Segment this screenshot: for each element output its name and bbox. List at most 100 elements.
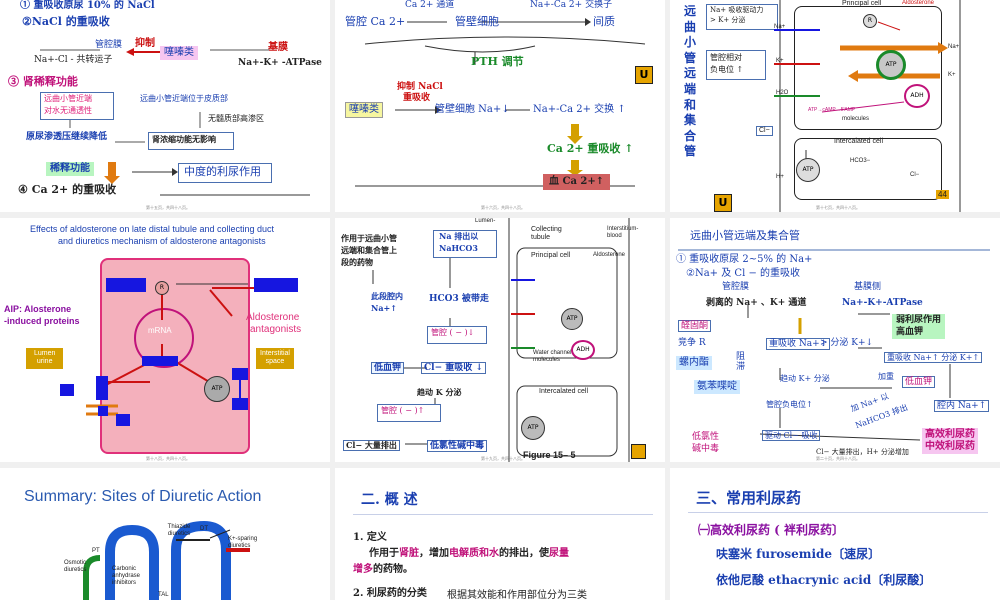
- slide-15-text-14: 原尿渗透压继续降低: [26, 132, 108, 142]
- slide-19-principal: Principal cell: [531, 252, 571, 259]
- slide-20-text-25: 碱中毒: [692, 443, 720, 454]
- slide-17-na-right: Na+: [948, 44, 960, 50]
- slide-thumbnail-15[interactable]: ① 重吸收原尿 10% 的 NaCl ②NaCl 的重吸收 管腔膜 抑制 噻嗪类…: [0, 0, 330, 212]
- slide-17-adh: ADH: [904, 84, 930, 108]
- slide-18-title-2: and diuretics mechanism of aldosterone a…: [58, 236, 266, 246]
- slide-19-text-10: 低血钾: [371, 362, 405, 375]
- slide-17-h2o: H2O: [776, 90, 789, 96]
- slide-22-text-2c: ，增加: [419, 548, 449, 559]
- slide-19-text-13: 管腔 ( − )↑: [381, 406, 425, 415]
- slide-15-text-15: 肾浓缩功能无影响: [152, 134, 216, 144]
- slide-15-text-5: 噻嗪类: [160, 46, 198, 60]
- slide-22-text-2f: 尿量: [549, 548, 569, 559]
- slide-16-text-5: 间质: [593, 15, 615, 28]
- slide-18-atp: ATP: [204, 376, 230, 402]
- slide-16-arrows: [355, 18, 646, 187]
- slide-15-box-2: [148, 132, 234, 150]
- slide-15-text-8: Na+-K+ -ATPase: [238, 58, 322, 68]
- slide-19-text-4: Na 排出以: [439, 231, 479, 241]
- slide-19-text-15: 低氯性碱中毒: [427, 440, 488, 453]
- slide-18-ion-right-1: [232, 368, 248, 380]
- slide-18-antag-2: antagonists: [250, 324, 302, 335]
- slide-16-footer: 第十六页，共四十八页。: [481, 205, 525, 210]
- slide-22-text-3b: 的药物。: [373, 564, 413, 575]
- slide-22-divider: [353, 514, 653, 515]
- slide-17-k-right: K+: [948, 72, 956, 78]
- slide-16-text-11: Na+-Ca 2+ 交换 ↑: [533, 104, 626, 115]
- slide-17-return-icon[interactable]: U: [714, 194, 732, 212]
- slide-19-text-14: Cl− 大量排出: [343, 440, 400, 452]
- slide-thumbnail-17[interactable]: 远曲小管远端和集合管 Na+ 吸收驱动力 > K+ 分泌 管腔相对 负电位 ↑ …: [670, 0, 1000, 212]
- slide-15-text-18: ④ Ca 2+ 的重吸收: [18, 183, 117, 196]
- slide-20-text-15: 氨苯喋啶: [694, 380, 740, 394]
- slide-20-text-27: 高效利尿药: [925, 429, 975, 440]
- slide-21-nephron-diagram: [83, 520, 250, 600]
- slide-23-text-3: 依他尼酸 ethacrynic acid〔利尿酸〕: [716, 573, 932, 587]
- slide-17-aldosterone-label: Aldosterone: [902, 0, 935, 6]
- slide-15-text-11: 对水无通透性: [44, 106, 92, 115]
- slide-16-text-9: 噻嗪类: [345, 102, 383, 118]
- slide-17-atp-pump: ATP: [876, 50, 906, 80]
- slide-21-osmotic-label: Osmotic diuretics: [64, 560, 87, 573]
- slide-23-text-2: 呋塞米 furosemide〔速尿〕: [716, 547, 881, 561]
- slide-18-ion-right-2: [232, 398, 248, 410]
- slide-15-text-17: 中度的利尿作用: [184, 165, 261, 178]
- slide-19-atp: ATP: [561, 308, 583, 330]
- slide-20-text-17: 加重: [878, 372, 894, 381]
- slide-19-box-2: [427, 326, 487, 344]
- slide-19-water: Water channel molecules: [533, 350, 572, 363]
- slide-20-text-23: 腔内 Na+↑: [934, 400, 990, 413]
- slide-20-text-5: 剥离的 Na+ 、K+ 通道: [706, 298, 807, 308]
- slide-18-channel-left: [96, 376, 108, 400]
- slide-16-text-1: Ca 2+ 通道: [405, 0, 455, 10]
- slide-22-text-5: 根据其效能和作用部位分为三类: [447, 590, 587, 600]
- slide-19-text-5: NaHCO3: [439, 243, 478, 253]
- slide-17-hco3: HCO3−: [850, 158, 871, 164]
- slide-20-text-18: 低血钾: [902, 376, 936, 389]
- slide-thumbnail-20[interactable]: 远曲小管远端及集合管 ① 重吸收原尿 2~5% 的 Na+ ②Na+ 及 Cl …: [670, 218, 1000, 462]
- slide-19-next-icon[interactable]: [631, 444, 646, 459]
- slide-18-ion-left-1: [60, 384, 74, 396]
- slide-17-box-1: [706, 4, 778, 30]
- slide-19-diagram: [372, 218, 630, 462]
- slide-18-lumen-2: urine: [36, 358, 53, 366]
- slide-15-box-1: [40, 92, 114, 120]
- slide-thumbnail-23[interactable]: 三、常用利尿药 ㈠高效利尿药 ( 袢利尿药〕 呋塞米 furosemide〔速尿…: [670, 468, 1000, 600]
- slide-20-alkalosis: 低氯性碱中毒: [692, 432, 719, 455]
- slide-15-text-12: 远曲小管近端位于皮质部: [140, 94, 228, 103]
- slide-15-text-16: 稀释功能: [46, 162, 94, 176]
- slide-20-text-14: 高血钾: [896, 326, 924, 337]
- slide-22-text-2e: 的排出，使: [499, 548, 549, 559]
- slide-15-text-9: ③ 肾稀释功能: [8, 75, 78, 88]
- slide-20-box-high: 高效利尿药中效利尿药: [922, 428, 978, 454]
- slide-19-text-7: Na+↑: [371, 303, 397, 313]
- slide-21-tal-label: TAL: [158, 592, 169, 598]
- slide-20-text-19: 重吸收 Na+↑ 分泌 K+↑: [884, 352, 983, 364]
- slide-18-aip-1: AIP: Alosterone: [4, 304, 72, 314]
- slide-17-principal-cell: [794, 6, 942, 130]
- slide-23-divider: [688, 512, 988, 513]
- slide-17-text-2: > K+ 分泌: [710, 16, 746, 24]
- slide-16-text-8: 重吸收: [403, 93, 431, 103]
- slide-16-return-icon[interactable]: U: [635, 66, 653, 84]
- slide-20-box-weak: 弱利尿作用高血钾: [892, 314, 946, 340]
- slide-18-receptor: R: [155, 281, 169, 295]
- slide-thumbnail-21[interactable]: Summary: Sites of Diuretic Action Thiazi…: [0, 468, 330, 600]
- slide-thumbnail-19[interactable]: 作用于远曲小管 远端和集合管上 段的药物 Na 排出以 NaHCO3 此段腔内 …: [335, 218, 665, 462]
- slide-17-receptor: R: [863, 14, 877, 28]
- slide-19-text-12: 趋动 K 分泌: [417, 387, 462, 397]
- slide-20-footer: 第二十页，共四十八页。: [816, 456, 860, 461]
- slide-thumbnail-16[interactable]: Ca 2+ 通道 Na+-Ca 2+ 交换子 管腔 Ca 2+ 管壁细胞 间质 …: [335, 0, 665, 212]
- slide-thumbnail-22[interactable]: 二. 概 述 1. 定义 作用于肾脏，增加电解质和水的排出，使尿量 增多的药物。…: [335, 468, 665, 600]
- slide-20-text-29: Cl− 大量排出，H+ 分泌增加: [816, 448, 909, 456]
- slide-16-text-2: Na+-Ca 2+ 交换子: [530, 0, 613, 10]
- slide-20-title: 远曲小管远端及集合管: [690, 229, 800, 242]
- slide-19-text-3: 段的药物: [341, 257, 373, 267]
- slide-15-text-1: ① 重吸收原尿 10% 的 NaCl: [20, 0, 155, 11]
- slide-17-intercalated-label: Intercalated cell: [834, 138, 884, 145]
- slide-19-footer: 第十九页，共四十八页。: [481, 456, 525, 461]
- slide-19-text-1: 作用于远曲小管: [341, 233, 397, 243]
- slide-17-cl-right: Cl−: [910, 172, 920, 178]
- slide-thumbnail-18[interactable]: Effects of aldosterone on late distal tu…: [0, 218, 330, 462]
